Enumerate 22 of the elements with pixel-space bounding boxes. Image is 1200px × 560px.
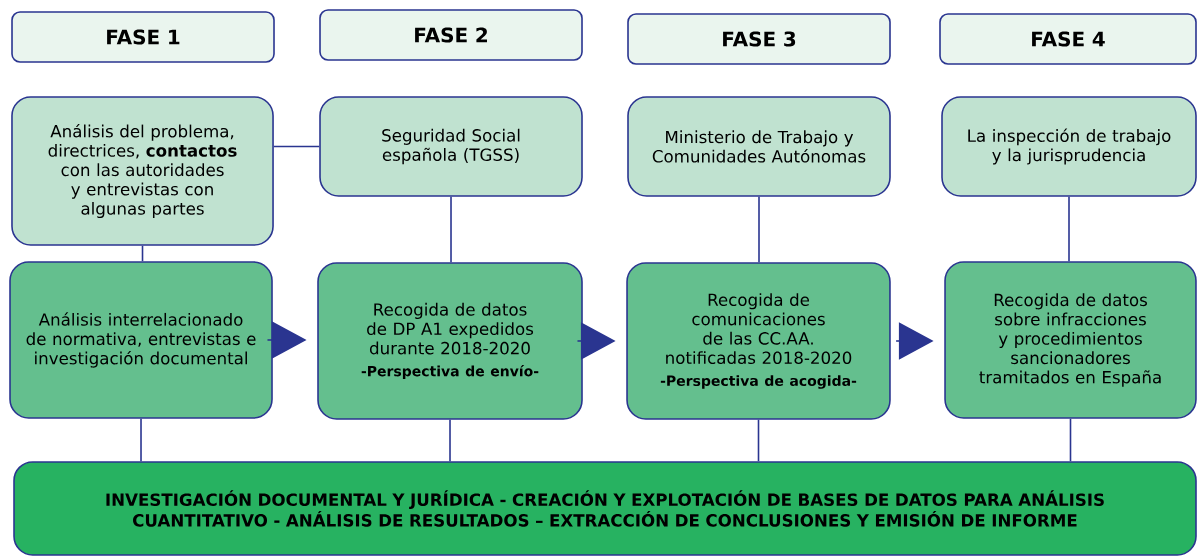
phase-header: FASE 4 bbox=[939, 13, 1197, 65]
connector-line bbox=[273, 145, 320, 148]
connector-line bbox=[1069, 418, 1072, 462]
phase-header: FASE 2 bbox=[319, 9, 583, 61]
connector-line bbox=[449, 419, 451, 462]
process-box: Análisis interrelacionado de normativa, entrevistas e investigación documental bbox=[9, 261, 273, 419]
summary-box: INVESTIGACIÓN DOCUMENTAL Y JURÍDICA - CREACIÓN Y EXPLOTACIÓN DE BASES DE DATOS PARA ANÁLISIS CUANTITATIVO - ANÁLISIS DE RESULTADOS – EXTRACCIÓN DE CONCLUSIONES Y EMISIÓN DE INFORME bbox=[13, 461, 1197, 556]
process-box: Recogida de datos de DP A1 expedidos durante 2018-2020 -Perspectiva de envío- bbox=[317, 262, 583, 420]
connector-line bbox=[450, 195, 452, 263]
process-box: Recogida de datos sobre infracciones y procedimientos sancionadores tramitados en España bbox=[944, 261, 1197, 419]
source-box: Seguridad Social española (TGSS) bbox=[319, 96, 583, 197]
phase-header: FASE 3 bbox=[627, 13, 891, 65]
source-box: Análisis del problema, directrices, contactos con las autoridades y entrevistas con algunas partes bbox=[11, 96, 274, 246]
connector-line bbox=[141, 245, 144, 262]
phase-header: FASE 1 bbox=[11, 11, 275, 63]
connector-line bbox=[140, 418, 142, 462]
process-box: Recogida de comunicaciones de las CC.AA. notificadas 2018-2020 -Perspectiva de acogida- bbox=[626, 262, 891, 420]
connector-line bbox=[757, 419, 760, 462]
connector-line bbox=[758, 195, 760, 263]
connector-line bbox=[1068, 195, 1070, 262]
source-box: Ministerio de Trabajo y Comunidades Autónomas bbox=[627, 96, 891, 197]
source-box: La inspección de trabajo y la jurisprudencia bbox=[941, 96, 1197, 197]
